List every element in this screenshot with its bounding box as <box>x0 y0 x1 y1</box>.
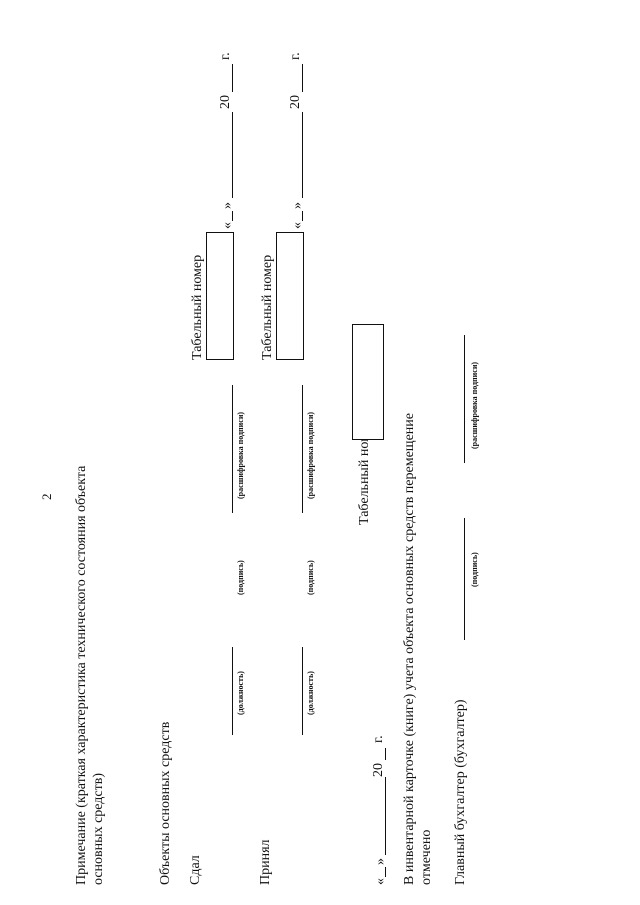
handed-date-open: « <box>220 222 235 229</box>
chief-decoding-line <box>464 335 465 463</box>
chief-accountant-label: Главный бухгалтер (бухгалтер) <box>453 699 468 885</box>
received-position-line <box>302 647 303 735</box>
received-month-line <box>302 112 303 198</box>
page-number: 2 <box>39 493 54 501</box>
received-tab-label: Табельный номер <box>260 254 275 360</box>
bottom-year-prefix: 20 <box>371 763 386 777</box>
bottom-year-line <box>385 748 386 760</box>
received-signature-caption: (подпись) <box>306 560 315 595</box>
handed-signature-caption: (подпись) <box>236 560 245 595</box>
inventory-line-2: отмечено <box>419 829 434 885</box>
chief-decoding-caption: (расшифровка подписи) <box>470 361 479 449</box>
inventory-line-1: В инвентарной карточке (книге) учета объ… <box>402 413 417 885</box>
bottom-year-suffix: г. <box>371 735 386 743</box>
chief-signature-line <box>464 518 465 640</box>
handed-position-line <box>232 647 233 735</box>
handed-decoding-caption: (расшифровка подписи) <box>236 411 245 499</box>
note-line-2: основных средств) <box>91 772 106 885</box>
bottom-day-line <box>385 867 386 877</box>
received-label: Принял <box>258 839 273 885</box>
handed-year-line <box>232 64 233 92</box>
note-line-1: Примечание (краткая характеристика техни… <box>74 465 89 885</box>
received-decoding-caption: (расшифровка подписи) <box>306 411 315 499</box>
bottom-date-close: » <box>373 858 388 865</box>
objects-label: Объекты основных средств <box>158 721 173 885</box>
bottom-month-line <box>385 777 386 855</box>
received-tab-box[interactable] <box>276 232 304 360</box>
received-date-open: « <box>290 222 305 229</box>
bottom-date-open: « <box>373 878 388 885</box>
handed-position-caption: (должность) <box>236 671 245 715</box>
handed-label: Сдал <box>188 855 203 885</box>
handed-decoding-line <box>232 385 233 513</box>
received-decoding-line <box>302 385 303 513</box>
received-year-line <box>302 64 303 92</box>
received-position-caption: (должность) <box>306 671 315 715</box>
received-year-suffix: г. <box>288 52 303 60</box>
handed-year-prefix: 20 <box>218 95 233 109</box>
handed-tab-label: Табельный номер <box>190 254 205 360</box>
received-day-line <box>302 211 303 221</box>
handed-tab-box[interactable] <box>206 232 234 360</box>
received-year-prefix: 20 <box>288 95 303 109</box>
handed-date-close: » <box>220 202 235 209</box>
handed-month-line <box>232 112 233 198</box>
bottom-tab-box[interactable] <box>352 324 384 440</box>
received-date-close: » <box>290 202 305 209</box>
chief-signature-caption: (подпись) <box>470 552 479 587</box>
handed-day-line <box>232 211 233 221</box>
handed-year-suffix: г. <box>218 52 233 60</box>
